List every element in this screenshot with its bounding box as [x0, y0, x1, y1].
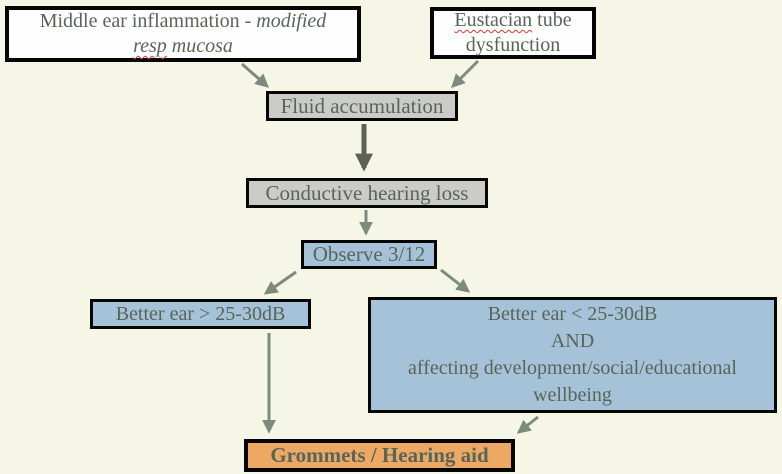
arrow-observe-to-better-left [263, 270, 297, 295]
node-conductive-label: Conductive hearing loss [265, 180, 469, 205]
node-middle-ear-line2: resp mucosa [133, 35, 233, 57]
node-fluid-label: Fluid accumulation [280, 93, 444, 118]
node-better-left-label: Better ear > 25-30dB [115, 302, 286, 325]
node-middle-ear-inflammation: Middle ear inflammation - modified resp … [5, 6, 361, 62]
node-observe-label: Observe 3/12 [312, 242, 426, 267]
arrow-middle-ear-to-fluid [241, 62, 270, 88]
node-grommets-hearing-aid: Grommets / Hearing aid [244, 439, 515, 472]
node-better-right-line2: AND [550, 330, 595, 352]
node-eustacian-line1: Eustacian tube [454, 9, 572, 31]
arrow-eustacian-to-fluid [451, 59, 480, 88]
node-eustacian-tube-dysfunction: Eustacian tube dysfunction [430, 7, 596, 59]
arrow-observe-to-better-right [440, 268, 471, 293]
node-better-ear-below-threshold: Better ear < 25-30dB AND affecting devel… [368, 297, 777, 413]
node-better-right-line3: affecting development/social/educational [408, 357, 737, 379]
node-better-right-line1: Better ear < 25-30dB [487, 303, 658, 325]
arrow-better-right-to-grommets [516, 415, 539, 434]
node-better-ear-above-threshold: Better ear > 25-30dB [90, 299, 311, 329]
node-fluid-accumulation: Fluid accumulation [266, 91, 458, 121]
node-conductive-hearing-loss: Conductive hearing loss [246, 178, 488, 208]
node-observe-3-12: Observe 3/12 [301, 240, 437, 269]
node-grommets-label: Grommets / Hearing aid [270, 443, 489, 468]
node-better-right-line4: wellbeing [533, 384, 612, 406]
node-eustacian-line2: dysfunction [465, 34, 561, 56]
node-middle-ear-line1: Middle ear inflammation - modified [39, 10, 327, 32]
